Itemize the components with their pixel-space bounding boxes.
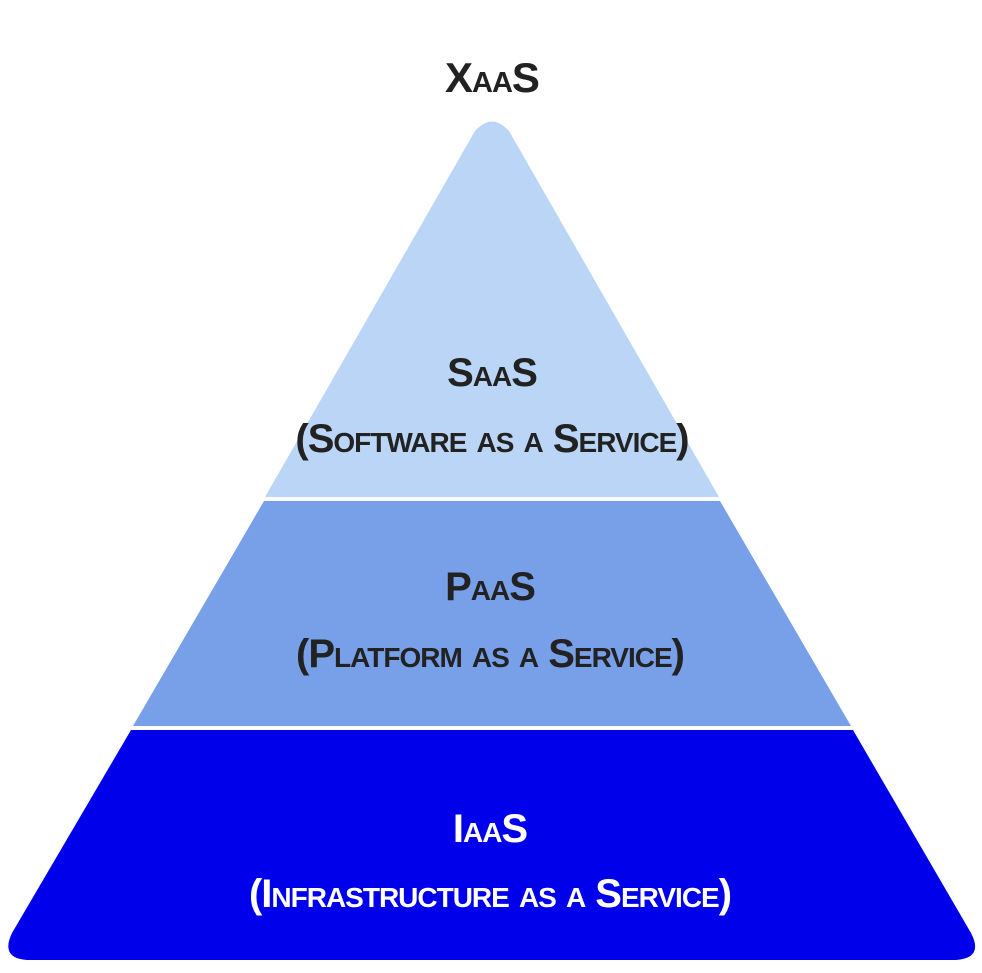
layer-paas-abbr: PaaS	[445, 565, 535, 609]
layer-iaas-full: (Infrastructure as a Service)	[249, 872, 731, 916]
layer-saas-full: (Software as a Service)	[295, 417, 688, 461]
pyramid-title: XaaS	[445, 54, 539, 101]
layer-paas-full: (Platform as a Service)	[296, 632, 684, 676]
layer-iaas-abbr: IaaS	[453, 807, 528, 851]
layer-paas	[133, 501, 851, 726]
layer-saas	[265, 121, 719, 497]
layer-saas-abbr: SaaS	[447, 351, 537, 395]
layer-iaas	[8, 730, 976, 960]
